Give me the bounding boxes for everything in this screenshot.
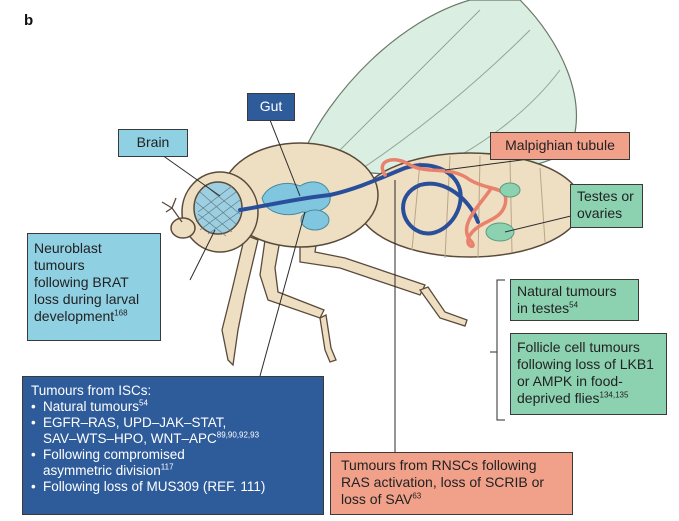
isc-item-1-ref: 54: [139, 398, 148, 408]
neuroblast-ref: 168: [114, 308, 128, 318]
natural-tumours-testes-box: Natural tumours in testes54: [510, 279, 639, 321]
isc-item-3-line-1: Following compromised: [43, 447, 185, 462]
neuroblast-line-1: Neuroblast: [34, 240, 102, 256]
rnsc-line-2: RAS activation, loss of SCRIB or: [341, 474, 545, 490]
isc-item-4: Following loss of MUS309 (REF. 111): [31, 479, 315, 495]
follicle-cell-tumours-box: Follicle cell tumours following loss of …: [510, 333, 667, 415]
natural-testes-ref: 54: [569, 300, 579, 310]
isc-item-2-line-2: SAV–WTS–HPO, WNT–APC: [43, 431, 217, 446]
gonad: [485, 222, 515, 242]
malpighian-label-text: Malpighian tubule: [505, 137, 615, 153]
brain-label: Brain: [118, 129, 188, 157]
neuroblast-line-5-text: development: [34, 308, 115, 324]
follicle-line-1: Follicle cell tumours: [517, 339, 640, 355]
legs: [221, 231, 468, 367]
malpighian-tubule: [380, 158, 508, 248]
neuroblast-line-2: tumours: [34, 257, 85, 273]
testes-line-2: ovaries: [577, 205, 623, 221]
neuroblast-tumours-box: Neuroblast tumours following BRAT loss d…: [27, 233, 161, 341]
isc-item-1-text: Natural tumours: [43, 399, 140, 414]
isc-item-2-line-1: EGFR–RAS, UPD–JAK–STAT,: [43, 415, 227, 430]
neuroblast-line-5: development168: [34, 308, 154, 325]
neuroblast-line-4: loss during larval: [34, 291, 140, 307]
testes-line-1: Testes or: [577, 188, 634, 204]
rnsc-line-3-text: loss of SAV: [341, 491, 413, 507]
isc-tumours-box: Tumours from ISCs: Natural tumours54 EGF…: [22, 376, 324, 515]
natural-testes-line-2-text: in testes: [517, 300, 570, 316]
brain-label-text: Brain: [136, 134, 170, 150]
gut-label-text: Gut: [259, 98, 283, 114]
follicle-line-4-text: deprived flies: [517, 390, 600, 406]
gut: [238, 163, 480, 236]
natural-testes-line-2: in testes54: [517, 300, 632, 317]
proboscis: [170, 217, 196, 239]
antenna: [161, 197, 183, 223]
follicle-line-4: deprived flies134,135: [517, 390, 660, 407]
gut-label: Gut: [247, 93, 295, 121]
testes-ovaries-label: Testes or ovaries: [570, 184, 643, 228]
natural-testes-line-1: Natural tumours: [517, 283, 617, 299]
isc-item-2: EGFR–RAS, UPD–JAK–STAT,SAV–WTS–HPO, WNT–…: [31, 415, 315, 447]
rnsc-line-3: loss of SAV63: [341, 491, 562, 508]
isc-item-3-ref: 117: [160, 462, 174, 472]
isc-item-3-line-2: asymmetric division: [43, 463, 161, 478]
follicle-line-2: following loss of LKB1: [517, 356, 654, 372]
leader-lines: [161, 119, 576, 453]
isc-item-1: Natural tumours54: [31, 399, 315, 415]
neuroblast-line-3: following BRAT: [34, 274, 129, 290]
isc-item-2-ref: 89,90,92,93: [216, 430, 260, 440]
panel-letter: b: [24, 12, 34, 29]
follicle-ref: 134,135: [599, 390, 629, 400]
rnsc-tumours-box: Tumours from RNSCs following RAS activat…: [330, 452, 573, 515]
rnsc-ref: 63: [412, 491, 422, 501]
isc-list: Natural tumours54 EGFR–RAS, UPD–JAK–STAT…: [31, 399, 315, 495]
isc-heading: Tumours from ISCs:: [31, 383, 152, 398]
rnsc-line-1: Tumours from RNSCs following: [341, 457, 537, 473]
follicle-line-3: or AMPK in food-: [517, 373, 623, 389]
malpighian-tubule-label: Malpighian tubule: [490, 132, 630, 160]
